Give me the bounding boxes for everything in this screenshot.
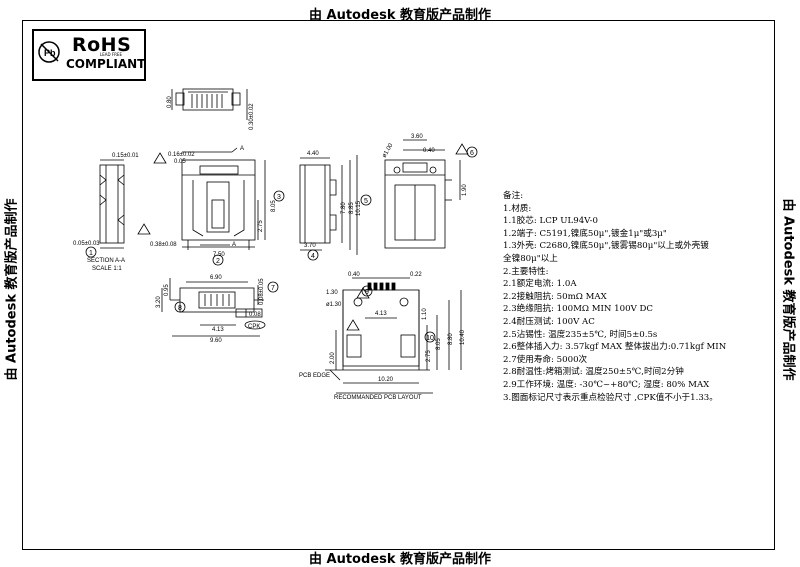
note-line: 2.7使用寿命: 5000次 <box>503 354 588 365</box>
rohs-small: LEAD FREE <box>100 52 122 57</box>
note-line: 2.2接触阻抗: 50mΩ MAX <box>503 291 607 302</box>
dim-bot-h1: 3.20 <box>156 296 162 308</box>
callout-3: 3 <box>277 194 281 201</box>
dim-sec-b1: 0.05±0.03 <box>73 241 100 247</box>
label-a-top: A <box>240 146 244 152</box>
label-a-bottom: A <box>232 242 236 248</box>
dim-front-t1: 0.16±0.02 <box>168 152 195 158</box>
dim-pcb-v2: 8.05 <box>436 338 442 350</box>
pcb-edge-label: PCB EDGE <box>299 373 330 379</box>
callout-5: 5 <box>364 198 368 205</box>
rohs-title: RoHS <box>72 34 132 56</box>
dim-side-h3: 10.15 <box>356 200 362 216</box>
dim-front-w: 7.50 <box>213 252 225 258</box>
callout-10: 10 <box>426 335 434 342</box>
watermark-bottom: 由 Autodesk 教育版产品制作 <box>308 552 492 567</box>
dim-front-h2: 8.05 <box>271 200 277 212</box>
cpk-label: CPK <box>248 324 260 330</box>
note-line: 2.4耐压测试: 100V AC <box>503 316 595 327</box>
dim-sec-w: 0.15±0.01 <box>112 153 139 159</box>
callout-1: 1 <box>89 250 93 257</box>
dim-pcb-d: ø1.30 <box>326 302 342 308</box>
dim-rear-w2: 0.40 <box>423 148 435 154</box>
dim-bot-h2: 0.95 <box>164 284 170 296</box>
note-line: 3.图面标记尺寸表示重点检验尺寸 ,CPK值不小于1.33。 <box>503 392 718 403</box>
dim-bot-t: 0.08±0.05 <box>259 278 265 305</box>
dim-rear-w1: 3.60 <box>411 134 423 140</box>
dim-pcb-a: 1.30 <box>326 290 338 296</box>
callout-7: 7 <box>271 285 275 292</box>
top-view <box>171 88 248 120</box>
dim-pcb-p2: 0.22 <box>410 272 422 278</box>
rohs-logo-box <box>32 29 146 81</box>
dim-rear-h: 1.90 <box>462 184 468 196</box>
section-view <box>99 159 125 249</box>
dim-side-h1: 7.80 <box>341 202 347 214</box>
callout-9: 9 <box>365 289 369 296</box>
dim-side-b: 3.70 <box>304 243 316 249</box>
dim-pcb-v1: 2.75 <box>426 350 432 362</box>
note-line: 1.3外壳: C2680,镍底50μ",镀雾锡80μ"以上或外壳镀 <box>503 241 709 252</box>
dim-bot-w: 6.90 <box>210 275 222 281</box>
rohs-pb-icon: Pb <box>38 41 60 63</box>
dim-bot-w2: 9.60 <box>210 338 222 344</box>
rohs-subtitle: COMPLIANT <box>66 57 146 71</box>
pcb-layout-view <box>325 277 462 394</box>
dim-front-h1: 2.75 <box>258 220 264 232</box>
note-line: 2.9工作环境: 温度: -30℃~+80℃; 湿度: 80% MAX <box>503 379 710 390</box>
dim-pcb-h: 2.00 <box>330 352 336 364</box>
dim-pcb-v4: 10.40 <box>460 329 466 345</box>
note-line: 2.8耐温性:烤箱测试: 温度250±5℃,时间2分钟 <box>503 367 684 378</box>
dim-pcb-v3: 8.80 <box>448 333 454 345</box>
watermark-top: 由 Autodesk 教育版产品制作 <box>308 8 492 23</box>
dim-bot-m: 4.13 <box>212 327 224 333</box>
dim-rear-d: ø1.00 <box>382 142 395 159</box>
dim-pcb-w: 10.20 <box>378 377 394 383</box>
dim-pcb-m: 4.13 <box>375 311 387 317</box>
dim-side-h2: 8.85 <box>349 202 355 214</box>
drawing-frame <box>22 20 775 550</box>
dim-top-t: 0.30±0.02 <box>249 103 255 130</box>
note-line: 2.5沾锡性: 温度235±5℃, 时间5±0.5s <box>503 329 658 340</box>
pcb-layout-title: RECOMMANDED PCB LAYOUT <box>334 395 422 401</box>
dim-side-w: 4.40 <box>307 151 319 157</box>
note-line: 2.6整体插入力: 3.57kgf MAX 整体拔出力:0.71kgf MIN <box>503 342 727 353</box>
note-line: 2.主要特性: <box>503 266 549 277</box>
callout-2: 2 <box>216 258 220 265</box>
dim-pcb-p1: 0.40 <box>348 272 360 278</box>
rear-view <box>384 139 461 249</box>
note-line: 2.1额定电流: 1.0A <box>503 279 577 290</box>
dim-front-t2: 0.05 <box>174 159 186 165</box>
note-line: 全镍80μ"以上 <box>503 253 558 264</box>
callout-8: 8 <box>178 305 182 312</box>
note-line: 1.1胶芯: LCP UL94V-0 <box>503 216 598 227</box>
note-line: 备注: <box>503 191 524 201</box>
dim-pcb-h2: 1.10 <box>422 308 428 320</box>
callout-4: 4 <box>311 253 315 260</box>
notes-block: 备注: 1.材质: 1.1胶芯: LCP UL94V-0 1.2端子: C519… <box>503 190 726 404</box>
callout-6: 6 <box>470 150 474 157</box>
note-line: 2.3绝缘阻抗: 100MΩ MIN 100V DC <box>503 304 653 315</box>
dim-top-h: 0.80 <box>167 96 173 108</box>
scale-label: SCALE 1:1 <box>92 266 122 272</box>
note-line: 1.2端子: C5191,镍底50μ",镀金1μ"或3μ" <box>503 228 667 239</box>
dim-sec-b2: 0.38±0.08 <box>150 242 177 248</box>
bottom-view <box>161 278 266 337</box>
svg-text:Pb: Pb <box>44 48 56 58</box>
dim-bot-tol: 0.08 <box>249 312 261 318</box>
note-line: 1.材质: <box>503 203 532 214</box>
section-label: SECTION A-A <box>87 258 125 264</box>
front-view <box>181 147 266 250</box>
